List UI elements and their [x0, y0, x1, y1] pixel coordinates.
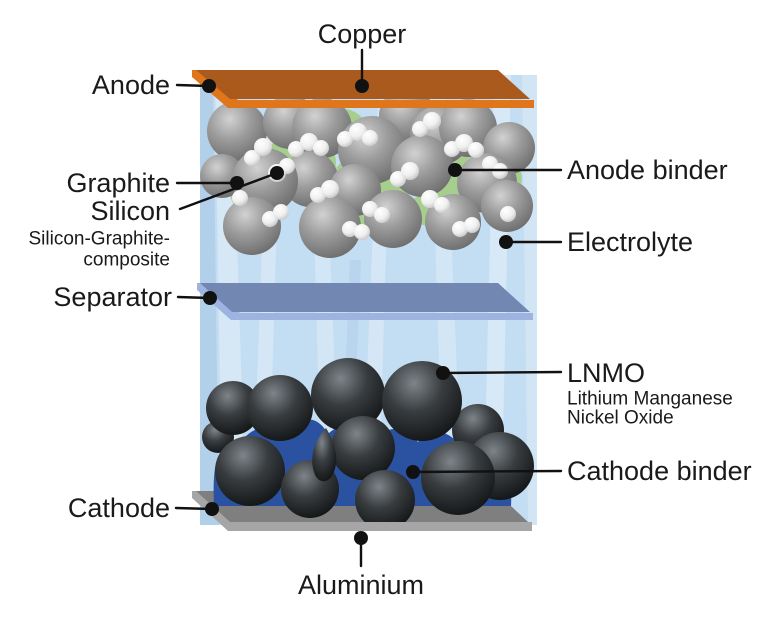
- aluminium-dot: [354, 531, 368, 545]
- separator-dot: [203, 291, 217, 305]
- copper-label: Copper: [318, 19, 407, 49]
- labels: Copper Anode Graphite Silicon Silicon-Gr…: [29, 19, 752, 600]
- separator-layer: [197, 283, 533, 320]
- electrolyte-label: Electrolyte: [567, 227, 693, 257]
- silicon-graphite-composite-label-line2: composite: [83, 250, 170, 271]
- cathode-label: Cathode: [68, 493, 170, 523]
- lnmo-particles: [202, 358, 534, 530]
- silicon-particles: [232, 112, 516, 240]
- anode-binder-dot: [448, 163, 462, 177]
- aluminium-front-edge: [228, 522, 532, 531]
- anode-label: Anode: [92, 70, 170, 100]
- lnmo-label: LNMO: [567, 358, 645, 388]
- aluminium-label: Aluminium: [298, 570, 424, 600]
- anode-active-layer: [200, 88, 535, 258]
- lnmo-sub-label-line1: Lithium Manganese: [567, 389, 733, 410]
- copper-dot: [355, 79, 369, 93]
- lnmo-sub-label-line2: Nickel Oxide: [567, 408, 674, 429]
- anode-binder-label: Anode binder: [567, 155, 728, 185]
- cathode-binder-dot: [406, 465, 420, 479]
- separator-edge: [197, 283, 533, 320]
- silicon-label: Silicon: [90, 196, 170, 226]
- separator-label: Separator: [53, 282, 172, 312]
- electrolyte-dot: [499, 235, 513, 249]
- anode-dot: [202, 79, 216, 93]
- cathode-active-layer: [202, 358, 534, 531]
- cathode-binder-droplet: [312, 428, 337, 482]
- copper-edge: [192, 70, 534, 108]
- silicon-leader-line: [178, 171, 279, 211]
- lnmo-dot: [436, 366, 450, 380]
- lnmo-leader-line: [441, 370, 563, 375]
- cathode-binder-label: Cathode binder: [567, 456, 752, 486]
- cathode-binder-leader-line: [411, 469, 563, 474]
- graphite-label: Graphite: [66, 168, 170, 198]
- silicon-graphite-composite-label-line1: Silicon-Graphite-: [29, 229, 171, 250]
- silicon-dot: [270, 166, 284, 180]
- cathode-dot: [205, 502, 219, 516]
- separator-face: [200, 283, 530, 312]
- leader-lines: [174, 48, 563, 568]
